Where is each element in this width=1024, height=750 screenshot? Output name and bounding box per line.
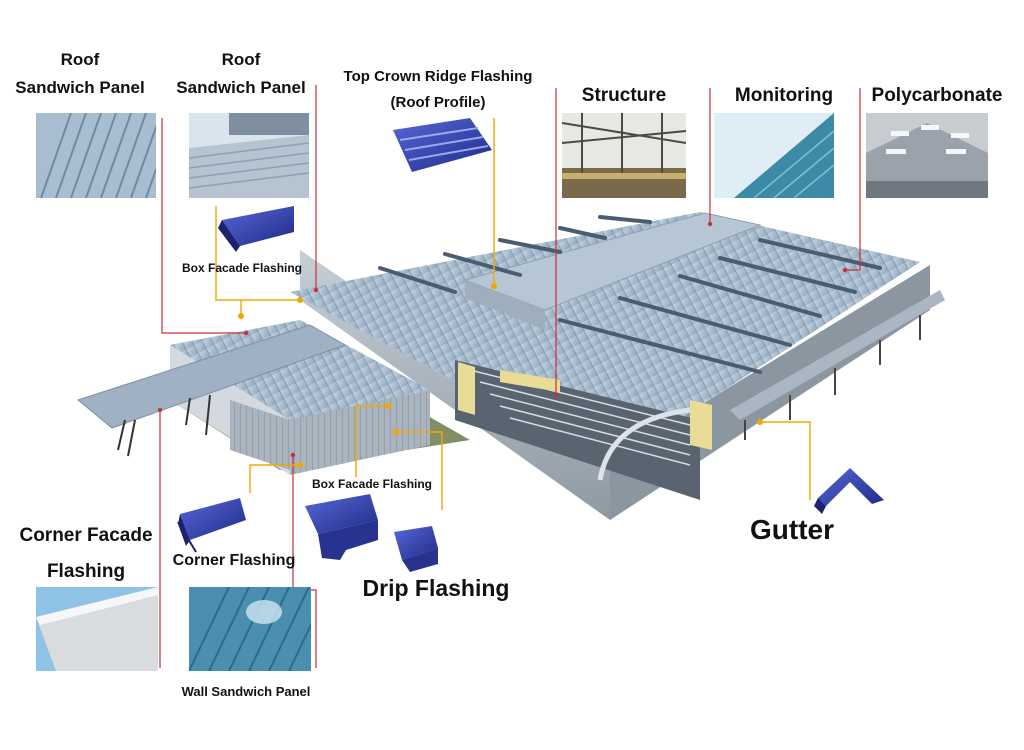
- annex-roof: [170, 320, 430, 420]
- box-facade-flashing-top-icon: [218, 206, 294, 252]
- label-gutter: Gutter: [750, 514, 834, 545]
- wall-sandwich-panel-photo: [189, 587, 311, 671]
- label-structure: Structure: [581, 85, 667, 106]
- top-crown-profile-icon: [393, 118, 492, 172]
- left-canopy: [76, 324, 347, 429]
- label-top-crown-ridge-flashing: Top Crown Ridge Flashing (Roof Profile): [343, 68, 533, 111]
- label-corner-facade-flashing: Corner Facade Flashing: [19, 525, 153, 582]
- gutter-icon: [814, 468, 884, 514]
- label-corner-flashing: Corner Flashing: [172, 552, 296, 569]
- label-box-facade-flashing-top: Box Facade Flashing: [181, 261, 303, 275]
- label-roof-sandwich-panel-1: Roof Sandwich Panel: [15, 50, 145, 97]
- label-polycarbonate: Polycarbonate: [871, 85, 1003, 106]
- drip-flashing-icon: [394, 526, 438, 572]
- box-facade-flashing-mid-icon: [305, 494, 378, 560]
- roof-sandwich-panel-photo-1: [36, 113, 156, 198]
- structure-photo: [562, 113, 686, 198]
- polycarbonate-photo: [866, 113, 988, 198]
- label-monitoring: Monitoring: [734, 85, 834, 106]
- roof-sandwich-panel-photo-2: [189, 113, 309, 198]
- monitoring-photo: [714, 113, 834, 198]
- corner-facade-photo: [36, 587, 158, 671]
- label-drip-flashing: Drip Flashing: [362, 575, 510, 601]
- main-roof: [290, 212, 920, 465]
- label-box-facade-flashing-mid: Box Facade Flashing: [311, 477, 433, 491]
- label-roof-sandwich-panel-2: Roof Sandwich Panel: [176, 50, 306, 97]
- corner-flashing-icon: [177, 498, 246, 553]
- label-wall-sandwich-panel: Wall Sandwich Panel: [181, 684, 311, 699]
